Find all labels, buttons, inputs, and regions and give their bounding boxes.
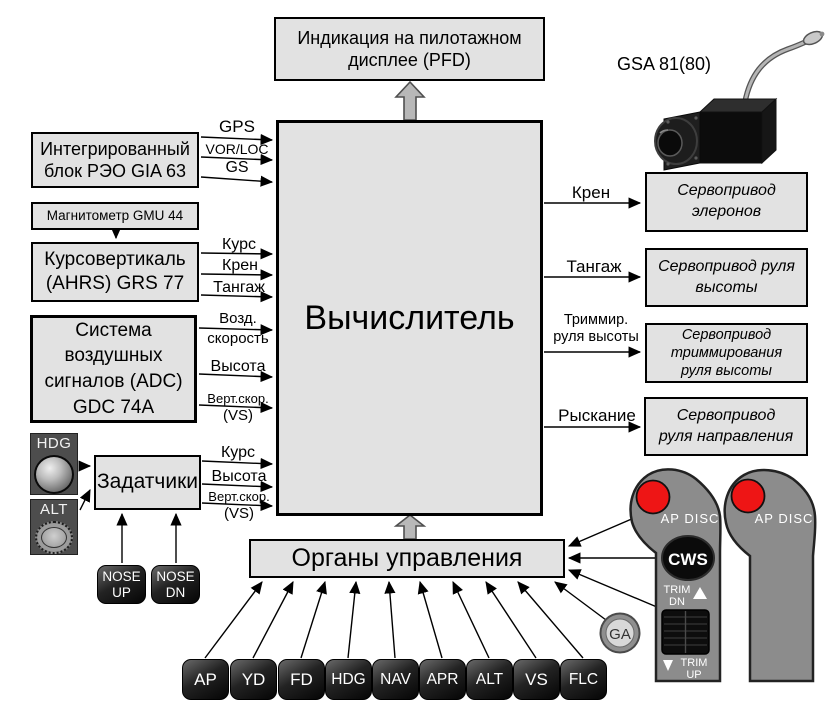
signal-gs: GS: [225, 159, 249, 176]
pilot-grip-left: AP DISC CWS TRIM DN TRIM UP: [629, 468, 722, 683]
cws-button: [661, 535, 715, 581]
pilot-grip-right: AP DISC: [723, 468, 817, 683]
adc-box: Система воздушных сигналов (ADC) GDC 74A: [30, 315, 197, 423]
setter-heading: Курс: [220, 444, 256, 461]
block-arrow-controls-to-computer: [393, 513, 427, 540]
signal-heading: Курс: [221, 236, 257, 253]
signal-vs-bottom: (VS): [223, 407, 253, 424]
alt-knob-label: ALT: [40, 501, 68, 518]
block-arrow-computer-to-pfd: [394, 80, 426, 121]
signal-altitude: Высота: [210, 358, 266, 375]
signal-airspeed-top: Возд.: [219, 310, 257, 327]
output-roll: Крен: [571, 183, 611, 202]
alt-knob-panel: ALT: [30, 499, 78, 555]
gmu-box: Магнитометр GMU 44: [31, 202, 199, 230]
ga-button: GA: [599, 612, 641, 654]
mode-button-nav: NAV: [372, 659, 419, 700]
trim-up-label-2: UP: [686, 669, 701, 681]
mode-button-vs: VS: [513, 659, 560, 700]
controls-box: Органы управления: [249, 539, 565, 578]
elevator-servo-box: Сервопривод руля высоты: [645, 248, 808, 307]
ap-disc-button-left: [635, 479, 671, 515]
trim-dn-label-2: DN: [669, 596, 685, 608]
trim-up-label-1: TRIM: [681, 657, 708, 669]
aileron-servo-box: Сервопривод элеронов: [645, 172, 808, 232]
alt-knob: [35, 521, 73, 554]
hdg-knob: [34, 455, 74, 494]
ap-disc-button-right: [730, 478, 766, 514]
grip-body-right: [723, 468, 817, 683]
mode-button-alt: ALT: [466, 659, 513, 700]
ap-disc-label-right: AP DISC: [755, 511, 814, 526]
rudder-servo-box: Сервопривод руля направления: [644, 397, 808, 456]
hdg-knob-panel: HDG: [30, 433, 78, 495]
setter-vs-top: Верт.скор.: [208, 489, 270, 504]
signal-roll: Крен: [222, 257, 258, 274]
output-trim: Триммир. руля высоты: [553, 312, 639, 346]
cws-label: CWS: [668, 550, 708, 569]
output-pitch: Тангаж: [566, 257, 622, 276]
setter-vs-bottom: (VS): [224, 505, 254, 522]
mode-button-fd: FD: [278, 659, 325, 700]
yoke-arrows: [554, 511, 665, 621]
hdg-knob-label: HDG: [36, 435, 72, 452]
computer-box: Вычислитель: [276, 120, 543, 516]
ahrs-box: Курсовертикаль (AHRS) GRS 77: [31, 242, 199, 302]
trim-dn-label-1: TRIM: [664, 584, 691, 596]
gia-box: Интегрированный блок РЭО GIA 63: [31, 132, 199, 188]
ga-label: GA: [609, 626, 631, 643]
setter-altitude: Высота: [211, 468, 267, 485]
signal-vorloc: VOR/LOC: [205, 141, 269, 157]
mode-button-hdg: HDG: [325, 659, 372, 700]
trim-dn-arrow-icon: [693, 587, 707, 599]
signal-vs-top: Верт.скор.: [207, 391, 269, 406]
mode-button-apr: APR: [419, 659, 466, 700]
input-arrows: [78, 133, 274, 563]
mode-button-ap: AP: [182, 659, 229, 700]
signal-gps: GPS: [219, 117, 255, 136]
mode-button-yd: YD: [230, 659, 277, 700]
signal-airspeed-bottom: скорость: [207, 330, 269, 347]
trim-up-arrow-icon: [663, 660, 673, 671]
nose-dn-button: NOSE DN: [151, 565, 200, 604]
pfd-indication-box: Индикация на пилотажном дисплее (PFD): [274, 17, 545, 81]
ap-disc-label-left: AP DISC: [661, 511, 720, 526]
signal-pitch: Тангаж: [213, 279, 265, 296]
gsa-label: GSA 81(80): [616, 54, 712, 74]
gsa-servo-illustration: [654, 30, 825, 171]
nose-up-button: NOSE UP: [97, 565, 146, 604]
mode-button-flc: FLC: [560, 659, 607, 700]
output-arrows: [544, 197, 642, 433]
setters-box: Задатчики: [94, 455, 201, 510]
mode-button-arrows: [204, 580, 584, 659]
output-yaw: Рыскание: [558, 406, 636, 425]
elevator-trim-servo-box: Сервопривод триммирования руля высоты: [645, 323, 808, 383]
